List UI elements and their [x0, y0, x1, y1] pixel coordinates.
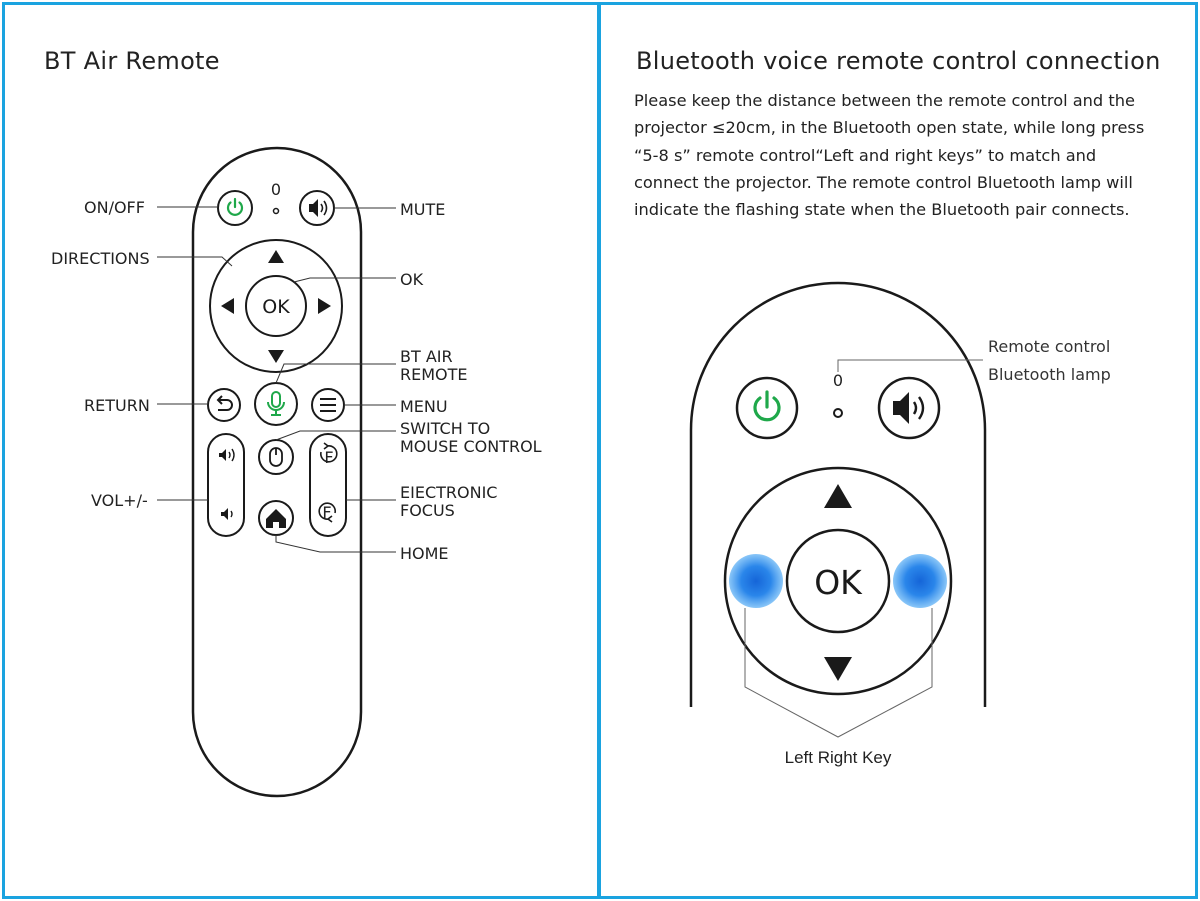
- switch-mouse-label-line1: SWITCH TO: [400, 419, 490, 438]
- zoomed-ok-label: OK: [814, 563, 863, 602]
- ir-sensor-dot: [272, 207, 280, 215]
- instruction-line: Please keep the distance between the rem…: [634, 91, 1135, 110]
- zoomed-ir-sensor-dot: [833, 408, 843, 418]
- left-arrow-icon: [221, 298, 234, 314]
- right-panel-title: Bluetooth voice remote control connectio…: [636, 47, 1161, 75]
- voice-button[interactable]: [254, 382, 298, 426]
- instruction-line: indicate the flashing state when the Blu…: [634, 200, 1130, 220]
- up-arrow-icon: [268, 250, 284, 263]
- power-icon: [753, 390, 781, 422]
- down-arrow-icon: [824, 657, 852, 681]
- zoomed-bluetooth-lamp: 0: [833, 371, 843, 390]
- right-arrow-icon: [318, 298, 331, 314]
- menu-icon: [320, 398, 336, 412]
- bt-air-remote-label-line2: REMOTE: [400, 365, 468, 384]
- mouse-mode-button[interactable]: [258, 439, 294, 475]
- ok-label: OK: [400, 270, 424, 289]
- focus-plus-icon: F: [320, 442, 338, 467]
- left-callout-lines: [157, 206, 396, 553]
- return-icon: [216, 395, 233, 411]
- instruction-line: projector ≤20cm, in the Bluetooth open s…: [634, 118, 1145, 138]
- bt-air-remote-label-line1: BT AIR: [400, 347, 453, 366]
- connection-instructions: Please keep the distance between the rem…: [634, 87, 1174, 223]
- mute-icon: [309, 199, 328, 217]
- left-panel-title: BT Air Remote: [44, 47, 220, 75]
- volume-rocker[interactable]: [207, 433, 245, 537]
- right-key-highlight[interactable]: [893, 554, 947, 608]
- mute-label: MUTE: [400, 200, 445, 219]
- focus-label-line2: FOCUS: [400, 501, 455, 520]
- mute-icon: [893, 392, 925, 424]
- right-callout-lines: [744, 359, 983, 738]
- left-key-highlight[interactable]: [729, 554, 783, 608]
- mute-button[interactable]: [299, 190, 335, 226]
- return-label: RETURN: [84, 396, 150, 415]
- ok-button[interactable]: OK: [245, 275, 307, 337]
- instruction-line: connect the projector. The remote contro…: [634, 172, 1133, 192]
- mouse-icon: [269, 447, 283, 467]
- instruction-line: “5-8 s” remote control“Left and right ke…: [634, 145, 1097, 165]
- focus-rocker[interactable]: F F: [309, 433, 347, 537]
- up-arrow-icon: [824, 484, 852, 508]
- zoomed-ok-button[interactable]: OK: [785, 528, 891, 634]
- home-label: HOME: [400, 544, 449, 563]
- zoomed-power-button[interactable]: [735, 376, 799, 440]
- power-icon: [226, 197, 244, 216]
- ok-button-label: OK: [262, 296, 290, 318]
- menu-button[interactable]: [311, 388, 345, 422]
- focus-minus-icon: F: [318, 502, 336, 523]
- return-button[interactable]: [207, 388, 241, 422]
- volume-up-icon: [219, 448, 235, 462]
- left-right-key-label: Left Right Key: [785, 748, 892, 767]
- microphone-icon: [267, 391, 285, 416]
- menu-label: MENU: [400, 397, 448, 416]
- focus-label-line1: EIECTRONIC: [400, 483, 497, 502]
- home-button[interactable]: [258, 500, 294, 536]
- vol-label: VOL+/-: [91, 491, 148, 510]
- bluetooth-lamp-indicator: 0: [271, 180, 281, 199]
- switch-mouse-label-line2: MOUSE CONTROL: [400, 437, 542, 456]
- zoomed-mute-button[interactable]: [877, 376, 941, 440]
- lamp-label-line1: Remote control: [988, 337, 1110, 356]
- home-icon: [266, 509, 286, 528]
- power-button[interactable]: [217, 190, 253, 226]
- directions-label: DIRECTIONS: [51, 249, 150, 268]
- lamp-label-line2: Bluetooth lamp: [988, 365, 1111, 384]
- volume-down-icon: [221, 508, 233, 520]
- svg-text:F: F: [324, 448, 333, 467]
- down-arrow-icon: [268, 350, 284, 363]
- on-off-label: ON/OFF: [84, 198, 145, 217]
- svg-text:F: F: [322, 503, 331, 522]
